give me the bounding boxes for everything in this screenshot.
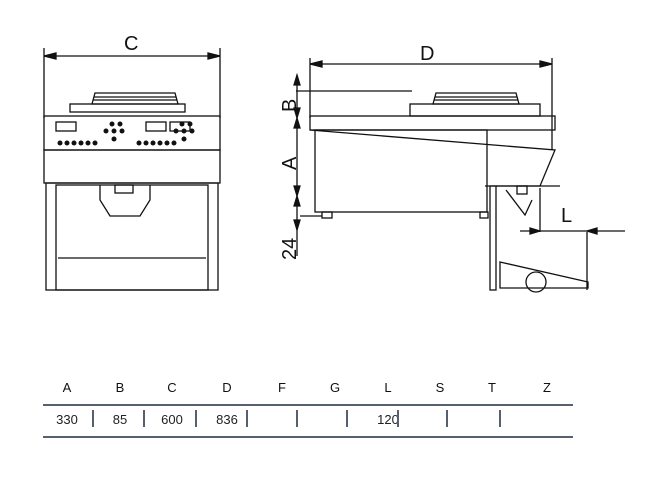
- header-a: A: [62, 380, 72, 395]
- header-l: L: [384, 380, 392, 395]
- dim-label-a: A: [279, 156, 301, 170]
- header-d: D: [222, 380, 232, 395]
- header-s: S: [435, 380, 445, 395]
- value-d: 836: [216, 412, 238, 427]
- side-view: D B A 24 L: [279, 43, 625, 293]
- value-l: 120: [377, 412, 399, 427]
- dim-label-l: L: [561, 205, 572, 227]
- header-g: G: [329, 380, 341, 395]
- value-c: 600: [161, 412, 183, 427]
- header-f: F: [278, 380, 286, 395]
- value-a: 330: [56, 412, 78, 427]
- table-bottom-rule: [43, 436, 573, 438]
- header-c: C: [167, 380, 177, 395]
- dim-label-c: C: [124, 33, 138, 55]
- column-separator: [397, 410, 399, 427]
- column-separator: [346, 410, 348, 427]
- column-separator: [499, 410, 501, 427]
- column-separator: [296, 410, 298, 427]
- technical-drawing: C D B: [43, 33, 625, 293]
- header-t: T: [488, 380, 496, 395]
- column-separator: [92, 410, 94, 427]
- header-z: Z: [543, 380, 551, 395]
- front-view: C: [43, 33, 221, 291]
- column-separator: [143, 410, 145, 427]
- column-separator: [195, 410, 197, 427]
- column-separator: [446, 410, 448, 427]
- dim-label-d: D: [420, 43, 434, 65]
- header-b: B: [115, 380, 125, 395]
- column-separator: [246, 410, 248, 427]
- dim-label-24: 24: [279, 238, 301, 260]
- table-top-rule: [43, 404, 573, 406]
- dim-label-b: B: [279, 99, 301, 112]
- value-b: 85: [112, 412, 128, 427]
